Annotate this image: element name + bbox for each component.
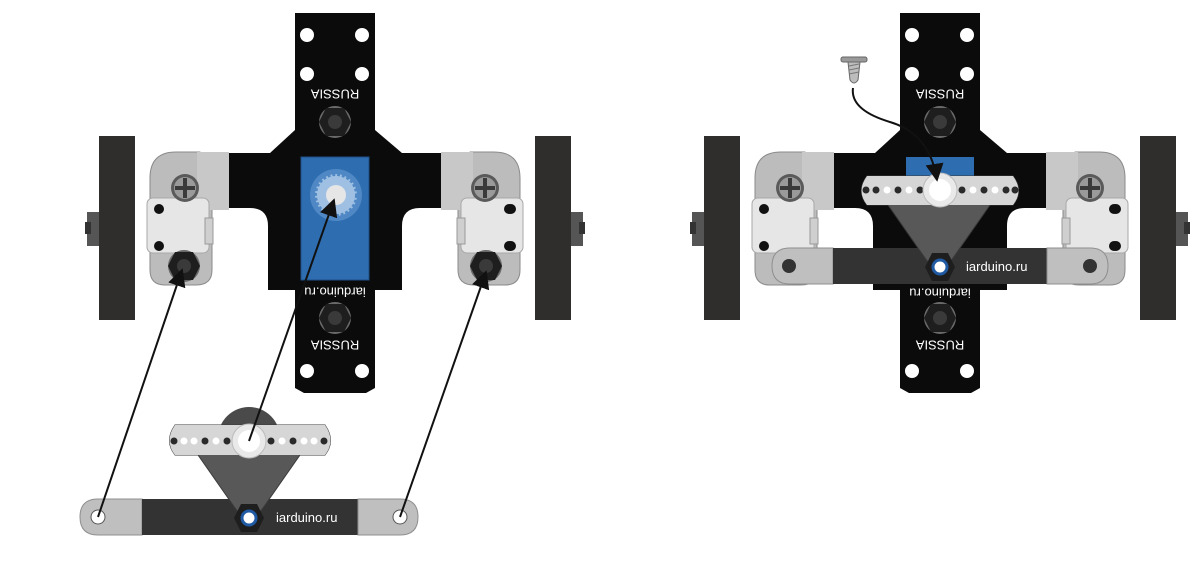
country-label-bottom: RUSSIA xyxy=(310,338,359,353)
left-assembly: RUSSIA RUSSIA iarduino.ru xyxy=(79,13,585,536)
brand-label-board: iarduino.ru xyxy=(304,285,365,300)
left-wheel xyxy=(690,136,740,320)
hex-nut-icon xyxy=(925,253,955,281)
servo-motor xyxy=(300,156,370,281)
arrow-screw-to-horn xyxy=(851,87,944,182)
hex-nut-icon xyxy=(234,504,264,532)
hex-nut-icon xyxy=(319,302,351,334)
brand-label-link: iarduino.ru xyxy=(276,510,337,525)
right-assembly: RUSSIA RUSSIA iarduino.ru xyxy=(690,13,1190,393)
hex-nut-icon xyxy=(470,250,502,282)
right-wheel xyxy=(1140,136,1190,320)
servo-horn xyxy=(861,172,1019,281)
hex-nut-icon xyxy=(924,106,956,138)
phillips-screw-icon xyxy=(471,174,499,202)
hex-nut-icon xyxy=(319,106,351,138)
phillips-screw-icon xyxy=(776,174,804,202)
country-label-top: RUSSIA xyxy=(915,87,964,102)
phillips-screw-icon xyxy=(171,174,199,202)
country-label-bottom: RUSSIA xyxy=(915,338,964,353)
arrow-link-left xyxy=(97,268,186,518)
brand-label-board: iarduino.ru xyxy=(909,286,970,301)
arrow-horn-to-servo xyxy=(248,198,338,442)
screw-icon xyxy=(840,56,868,84)
right-wheel xyxy=(535,136,585,320)
servo-gear-icon xyxy=(310,169,362,221)
country-label-top: RUSSIA xyxy=(310,87,359,102)
hex-nut-icon xyxy=(168,250,200,282)
phillips-screw-icon xyxy=(1076,174,1104,202)
arrow-link-right xyxy=(399,270,490,518)
brand-label-link: iarduino.ru xyxy=(966,259,1027,274)
hex-nut-icon xyxy=(924,302,956,334)
left-wheel xyxy=(85,136,135,320)
